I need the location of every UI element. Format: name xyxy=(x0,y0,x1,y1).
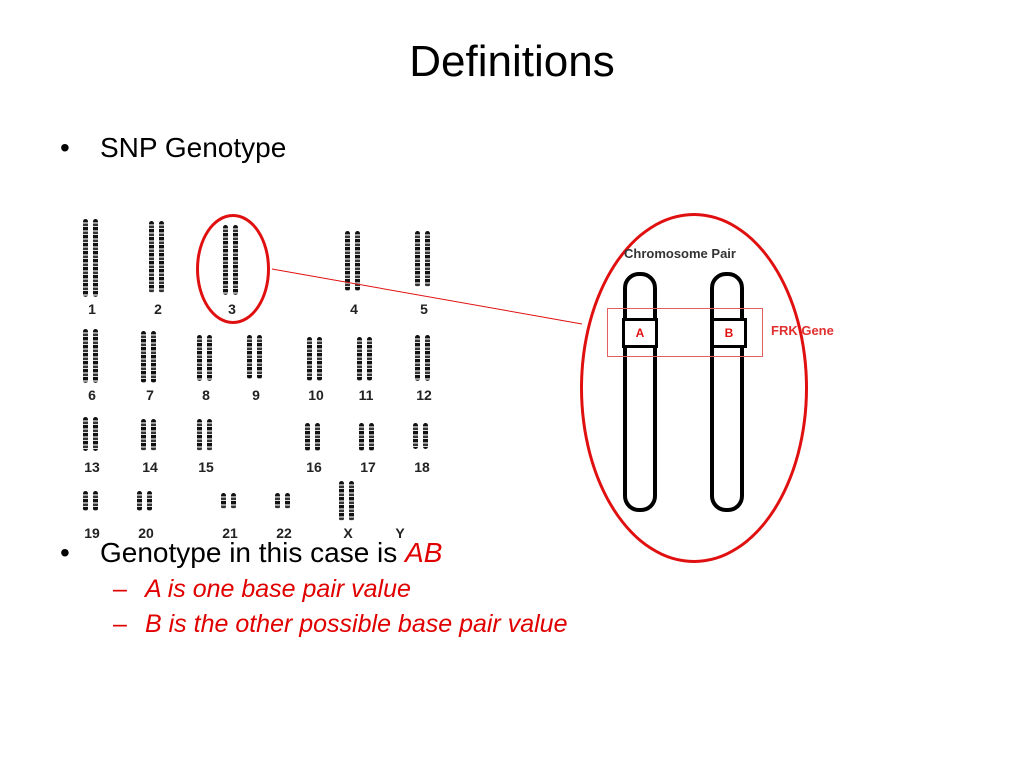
bullet-snp-genotype: • SNP Genotype xyxy=(60,132,287,164)
karyotype-chromosome xyxy=(345,231,350,291)
karyotype-chromosome xyxy=(207,419,212,451)
karyotype-chromosome xyxy=(357,337,362,381)
karyotype-chromosome xyxy=(413,423,418,449)
karyotype-chromosome xyxy=(423,423,428,449)
karyotype-label: 8 xyxy=(202,387,210,403)
karyotype-chromosome xyxy=(257,335,262,379)
karyotype-label: 10 xyxy=(308,387,324,403)
karyotype-chromosome xyxy=(83,417,88,451)
karyotype-chromosome xyxy=(83,219,88,297)
sub-bullet-dash: – xyxy=(113,575,127,603)
karyotype-chromosome xyxy=(93,219,98,297)
sub-bullet-a: – A is one base pair value xyxy=(113,575,411,604)
chromosome-left xyxy=(623,272,657,512)
karyotype-chromosome xyxy=(93,417,98,451)
karyotype-chromosome xyxy=(83,329,88,383)
karyotype-label: 6 xyxy=(88,387,96,403)
karyotype-chromosome xyxy=(231,493,236,509)
karyotype-label: 16 xyxy=(306,459,322,475)
karyotype-chromosome xyxy=(367,337,372,381)
karyotype-chromosome xyxy=(147,491,152,511)
bullet-genotype-case: • Genotype in this case is AB xyxy=(60,537,443,569)
karyotype-chromosome xyxy=(159,221,164,293)
karyotype-label: 7 xyxy=(146,387,154,403)
chromosome-pair-oval xyxy=(580,213,808,563)
karyotype-chromosome xyxy=(275,493,280,509)
karyotype-label: 9 xyxy=(252,387,260,403)
chromosome-3-highlight-oval xyxy=(196,214,270,324)
karyotype-chromosome xyxy=(415,231,420,287)
gene-region-box xyxy=(607,308,763,357)
karyotype-chromosome xyxy=(151,419,156,451)
karyotype-label: 11 xyxy=(358,387,374,403)
karyotype-label: 12 xyxy=(416,387,432,403)
karyotype-label: 13 xyxy=(84,459,100,475)
karyotype-label: 20 xyxy=(138,525,154,541)
karyotype-chromosome xyxy=(415,335,420,381)
karyotype-label: 19 xyxy=(84,525,100,541)
karyotype-label: X xyxy=(343,525,353,541)
karyotype-chromosome xyxy=(247,335,252,379)
genotype-value: AB xyxy=(405,537,443,568)
bullet-dot: • xyxy=(60,132,70,163)
slide-title: Definitions xyxy=(409,37,615,86)
karyotype-chromosome xyxy=(425,231,430,287)
karyotype-label: 4 xyxy=(350,301,358,317)
karyotype-label: 18 xyxy=(414,459,430,475)
karyotype-chromosome xyxy=(93,329,98,383)
chromosome-right xyxy=(710,272,744,512)
karyotype-chromosome xyxy=(339,481,344,521)
sub-bullet-dash: – xyxy=(113,610,127,638)
allele-b-box: B xyxy=(711,318,747,348)
karyotype-chromosome xyxy=(425,335,430,381)
karyotype-chromosome xyxy=(349,481,354,521)
karyotype-chromosome xyxy=(207,335,212,381)
karyotype-chromosome xyxy=(221,493,226,509)
chromosome-pair-title: Chromosome Pair xyxy=(624,246,736,261)
karyotype-chromosome xyxy=(141,331,146,383)
karyotype-chromosome xyxy=(315,423,320,451)
karyotype-chromosome xyxy=(93,491,98,511)
bullet-dot: • xyxy=(60,537,70,568)
karyotype-chromosome xyxy=(83,491,88,511)
karyotype-label: 22 xyxy=(276,525,292,541)
karyotype-label: Y xyxy=(395,525,405,541)
karyotype-chromosome xyxy=(149,221,154,293)
bullet-text: SNP Genotype xyxy=(100,132,287,163)
karyotype-chromosome xyxy=(305,423,310,451)
allele-a-box: A xyxy=(622,318,658,348)
sub-bullet-text: B is the other possible base pair value xyxy=(145,610,568,638)
sub-bullet-b: – B is the other possible base pair valu… xyxy=(113,610,568,639)
karyotype-chromosome xyxy=(355,231,360,291)
karyotype-label: 1 xyxy=(88,301,96,317)
bullet-text: Genotype in this case is xyxy=(100,537,406,568)
karyotype-chromosome xyxy=(359,423,364,451)
sub-bullet-text: A is one base pair value xyxy=(145,575,411,603)
karyotype-label: 15 xyxy=(198,459,214,475)
karyotype-chromosome xyxy=(285,493,290,509)
karyotype-chromosome xyxy=(151,331,156,383)
karyotype-chromosome xyxy=(197,419,202,451)
karyotype-label: 14 xyxy=(142,459,158,475)
karyotype-chromosome xyxy=(141,419,146,451)
karyotype-label: 17 xyxy=(360,459,376,475)
gene-label: FRK Gene xyxy=(771,323,834,338)
karyotype-chromosome xyxy=(369,423,374,451)
karyotype-chromosome xyxy=(307,337,312,381)
karyotype-chromosome xyxy=(197,335,202,381)
karyotype-label: 5 xyxy=(420,301,428,317)
karyotype-label: 2 xyxy=(154,301,162,317)
karyotype-chromosome xyxy=(317,337,322,381)
karyotype-chromosome xyxy=(137,491,142,511)
karyotype-label: 21 xyxy=(222,525,238,541)
